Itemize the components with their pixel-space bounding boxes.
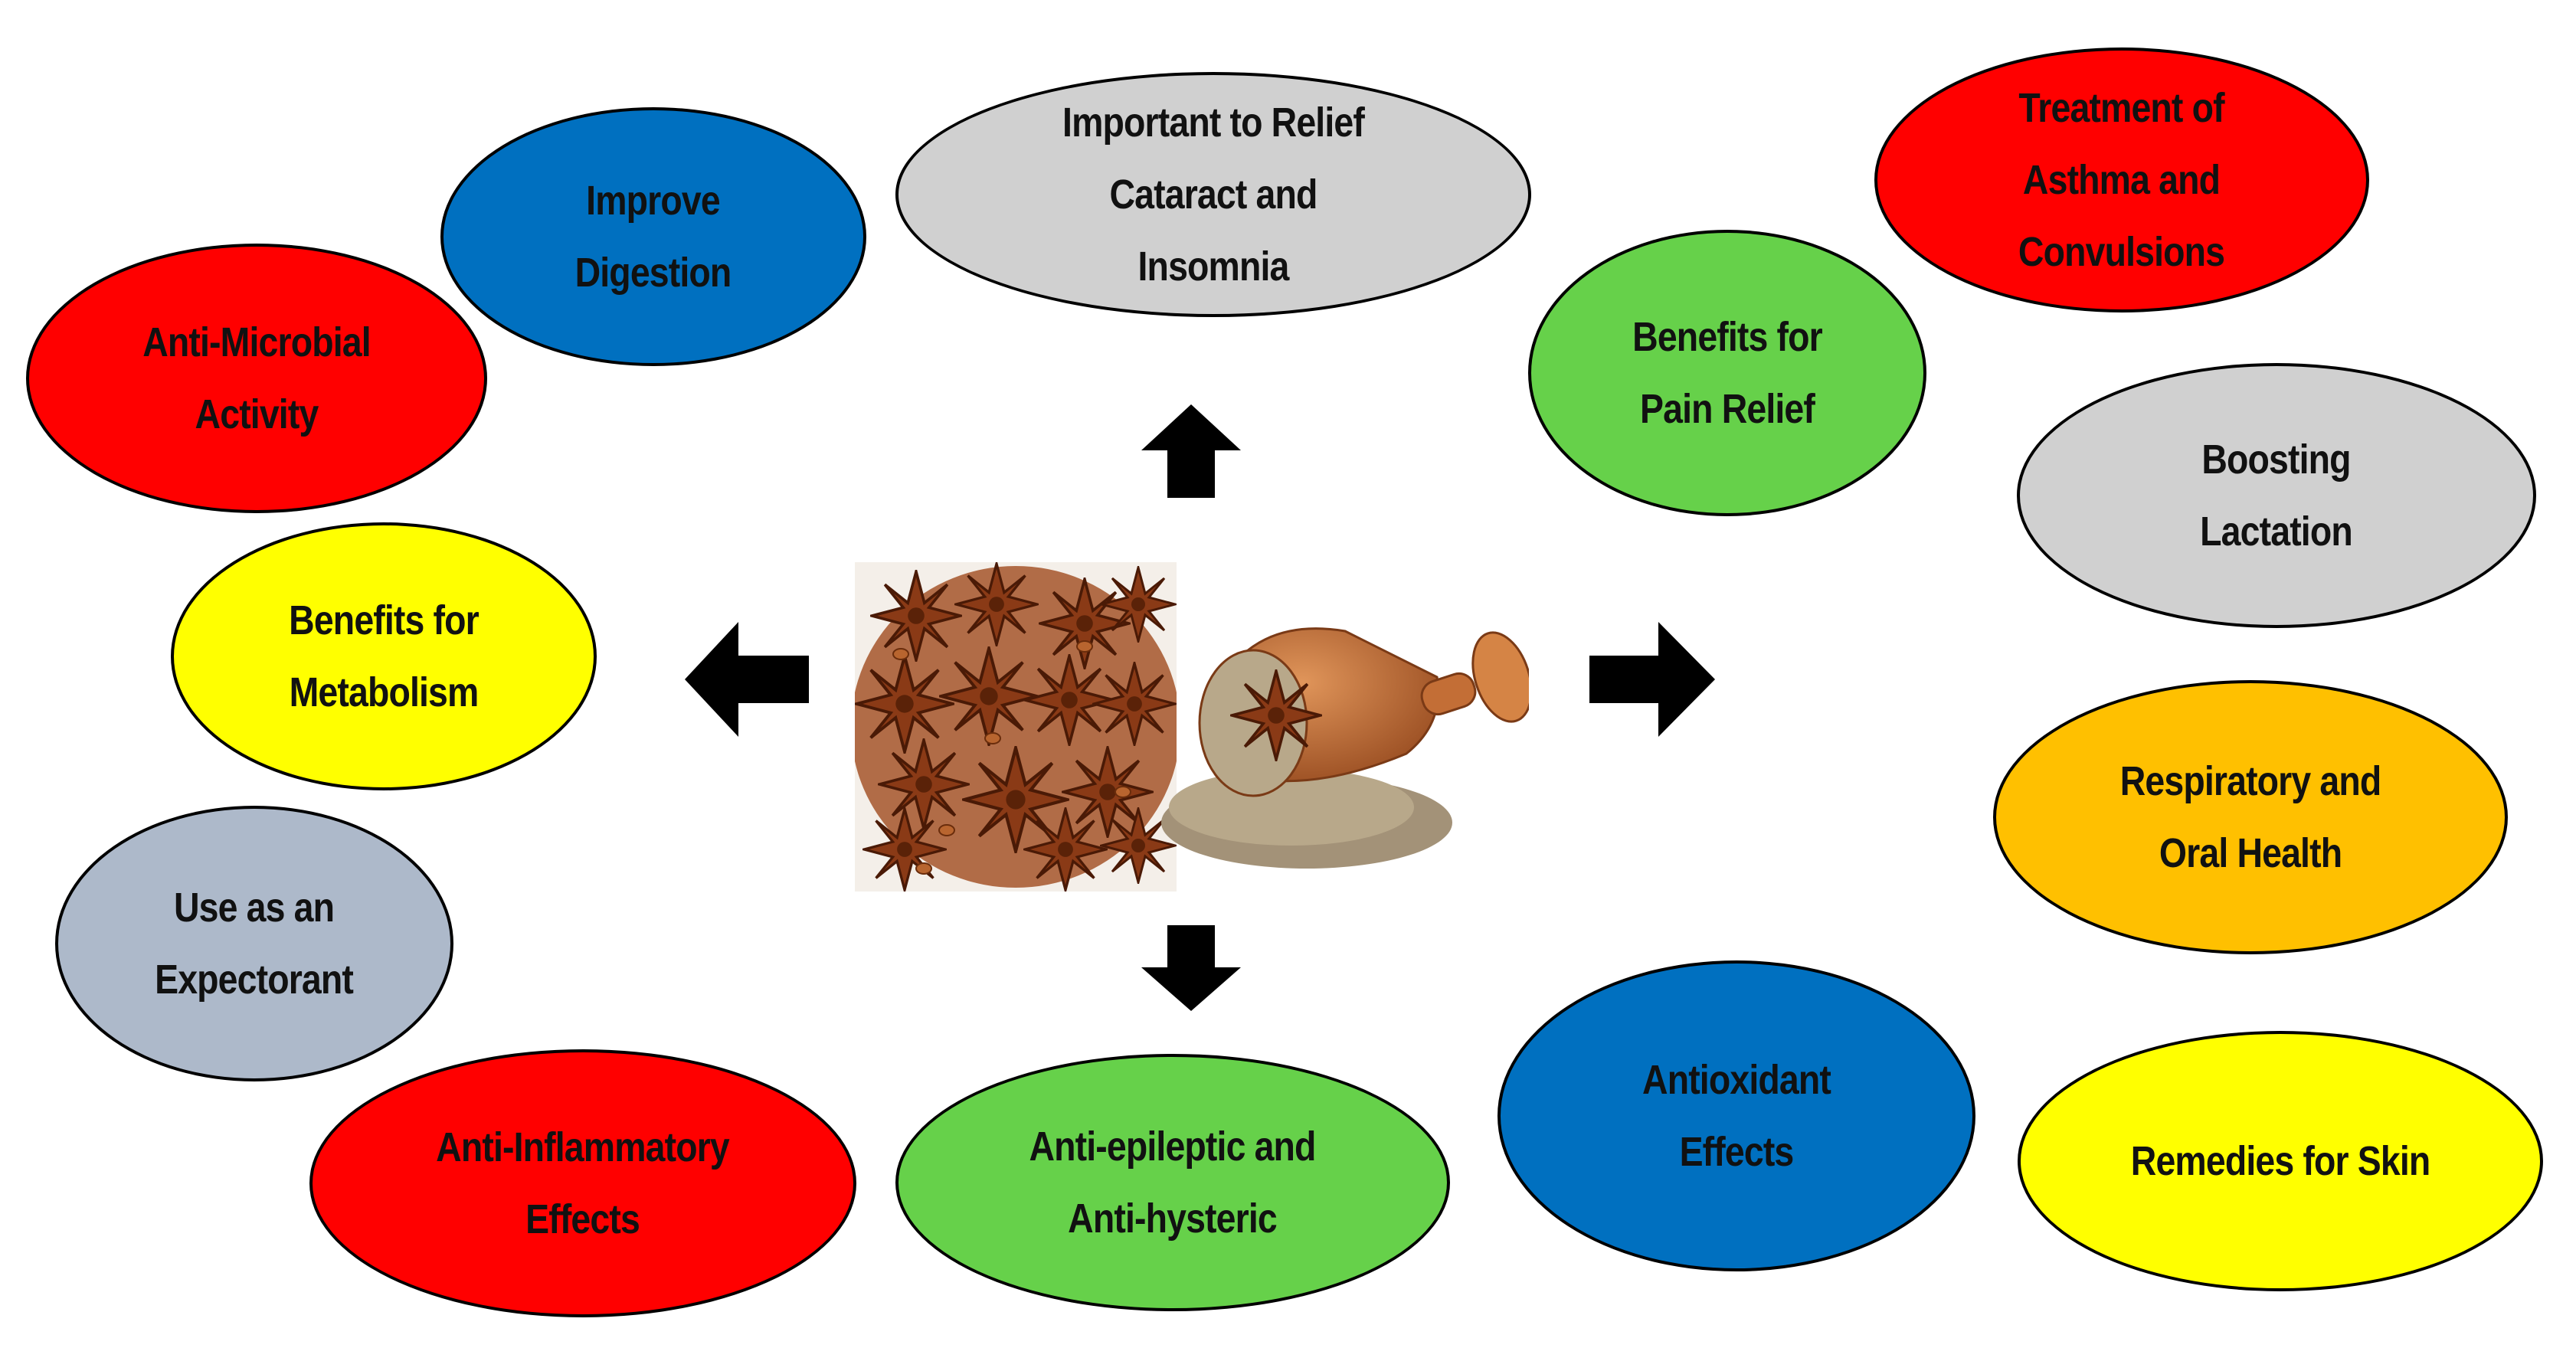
- label-anti-microbial: Anti-Microbial Activity: [142, 319, 371, 437]
- bubble-metabolism: Benefits for Metabolism: [171, 522, 597, 790]
- bubble-boosting-lactation: Boosting Lactation: [2017, 363, 2536, 628]
- bubble-anti-epileptic: Anti-epileptic and Anti-hysteric: [895, 1054, 1450, 1311]
- bubble-skin: Remedies for Skin: [2018, 1031, 2543, 1291]
- label-improve-digestion: Improve Digestion: [575, 178, 732, 296]
- arrow-down-icon: [1141, 925, 1241, 1011]
- star-anise-pile: [855, 562, 1180, 892]
- label-expectorant: Use as an Expectorant: [155, 885, 355, 1003]
- arrow-up-icon: [1141, 404, 1241, 498]
- label-anti-epileptic: Anti-epileptic and Anti-hysteric: [1029, 1124, 1317, 1242]
- anise-seed-scoop: [1161, 562, 1529, 892]
- label-antioxidant: Antioxidant Effects: [1642, 1057, 1831, 1175]
- label-metabolism: Benefits for Metabolism: [289, 597, 480, 715]
- arrow-left-icon: [685, 622, 809, 737]
- label-skin: Remedies for Skin: [2130, 1138, 2430, 1184]
- bubble-antioxidant: Antioxidant Effects: [1497, 960, 1975, 1271]
- bubble-improve-digestion: Improve Digestion: [440, 107, 866, 366]
- label-asthma-convulsions: Treatment of Asthma and Convulsions: [2018, 85, 2225, 275]
- bubble-anti-inflammatory: Anti-Inflammatory Effects: [309, 1049, 856, 1317]
- label-boosting-lactation: Boosting Lactation: [2200, 437, 2354, 555]
- star-anise-photo: [855, 562, 1529, 892]
- label-anti-inflammatory: Anti-Inflammatory Effects: [436, 1124, 731, 1242]
- bubble-anti-microbial: Anti-Microbial Activity: [26, 244, 487, 513]
- bubble-asthma-convulsions: Treatment of Asthma and Convulsions: [1874, 47, 2369, 312]
- bubble-cataract-insomnia: Important to Relief Cataract and Insomni…: [895, 72, 1531, 317]
- label-cataract-insomnia: Important to Relief Cataract and Insomni…: [1062, 100, 1365, 290]
- bubble-expectorant: Use as an Expectorant: [55, 806, 453, 1081]
- label-pain-relief: Benefits for Pain Relief: [1632, 314, 1823, 432]
- bubble-respiratory-oral: Respiratory and Oral Health: [1993, 680, 2508, 954]
- bubble-pain-relief: Benefits for Pain Relief: [1528, 230, 1926, 516]
- arrow-right-icon: [1589, 622, 1715, 737]
- label-respiratory-oral: Respiratory and Oral Health: [2119, 758, 2382, 876]
